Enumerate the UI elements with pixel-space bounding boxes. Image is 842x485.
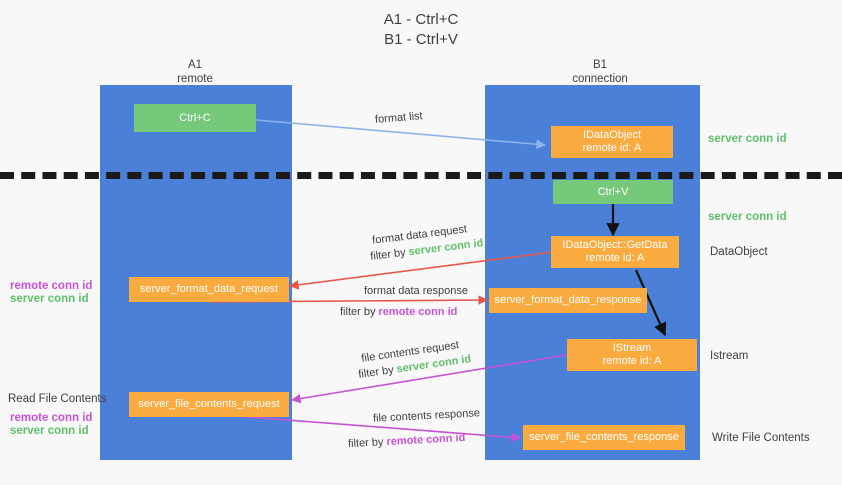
phase-divider <box>0 172 842 179</box>
arrowlabel-format-data-response-filter: filter by remote conn id <box>340 305 457 320</box>
arrow-format-list <box>255 119 546 150</box>
filter-value-remote-conn-id-1: remote conn id <box>378 306 458 318</box>
label-write-file-contents: Write File Contents <box>712 432 810 444</box>
box-server-file-contents-request[interactable]: server_file_contents_request <box>129 392 289 417</box>
label-server-conn-id-1: server conn id <box>10 293 89 305</box>
box-idataobject[interactable]: IDataObject remote id: A <box>551 126 673 158</box>
label-server-conn-id-mid: server conn id <box>708 211 787 223</box>
label-istream: Istream <box>710 350 749 362</box>
arrow-getdata-to-istream <box>634 269 667 337</box>
column-header-b1: B1 connection <box>572 59 628 85</box>
filter-prefix-3: filter by <box>357 363 398 381</box>
box-ctrl-v[interactable]: Ctrl+V <box>553 180 673 204</box>
box-idataobject-getdata[interactable]: IDataObject::GetData remote id: A <box>551 236 679 268</box>
page-title: A1 - Ctrl+C B1 - Ctrl+V <box>383 11 459 48</box>
arrowlabel-format-data-response: format data response <box>364 285 468 297</box>
box-ctrl-c[interactable]: Ctrl+C <box>134 104 256 132</box>
label-read-file-contents: Read File Contents <box>8 393 107 405</box>
label-remote-conn-id-1: remote conn id <box>10 280 93 292</box>
arrow-file-contents-response <box>209 413 521 443</box>
label-dataobject: DataObject <box>710 246 768 258</box>
box-server-format-data-response[interactable]: server_format_data_response <box>489 288 647 313</box>
column-header-a1: A1 remote <box>177 59 213 85</box>
arrow-file-contents-request <box>291 354 567 404</box>
label-remote-conn-id-2: remote conn id <box>10 412 93 424</box>
label-server-conn-id-top: server conn id <box>708 133 787 145</box>
filter-value-remote-conn-id-2: remote conn id <box>386 431 466 449</box>
box-server-file-contents-response[interactable]: server_file_contents_response <box>523 425 685 450</box>
filter-prefix-4: filter by <box>347 436 387 451</box>
filter-prefix-2: filter by <box>340 306 379 318</box>
box-server-format-data-request[interactable]: server_format_data_request <box>129 277 289 302</box>
label-server-conn-id-2: server conn id <box>10 425 89 437</box>
box-istream[interactable]: IStream remote id: A <box>567 339 697 371</box>
arrow-format-data-request <box>289 251 554 290</box>
filter-prefix-1: filter by <box>369 246 410 263</box>
